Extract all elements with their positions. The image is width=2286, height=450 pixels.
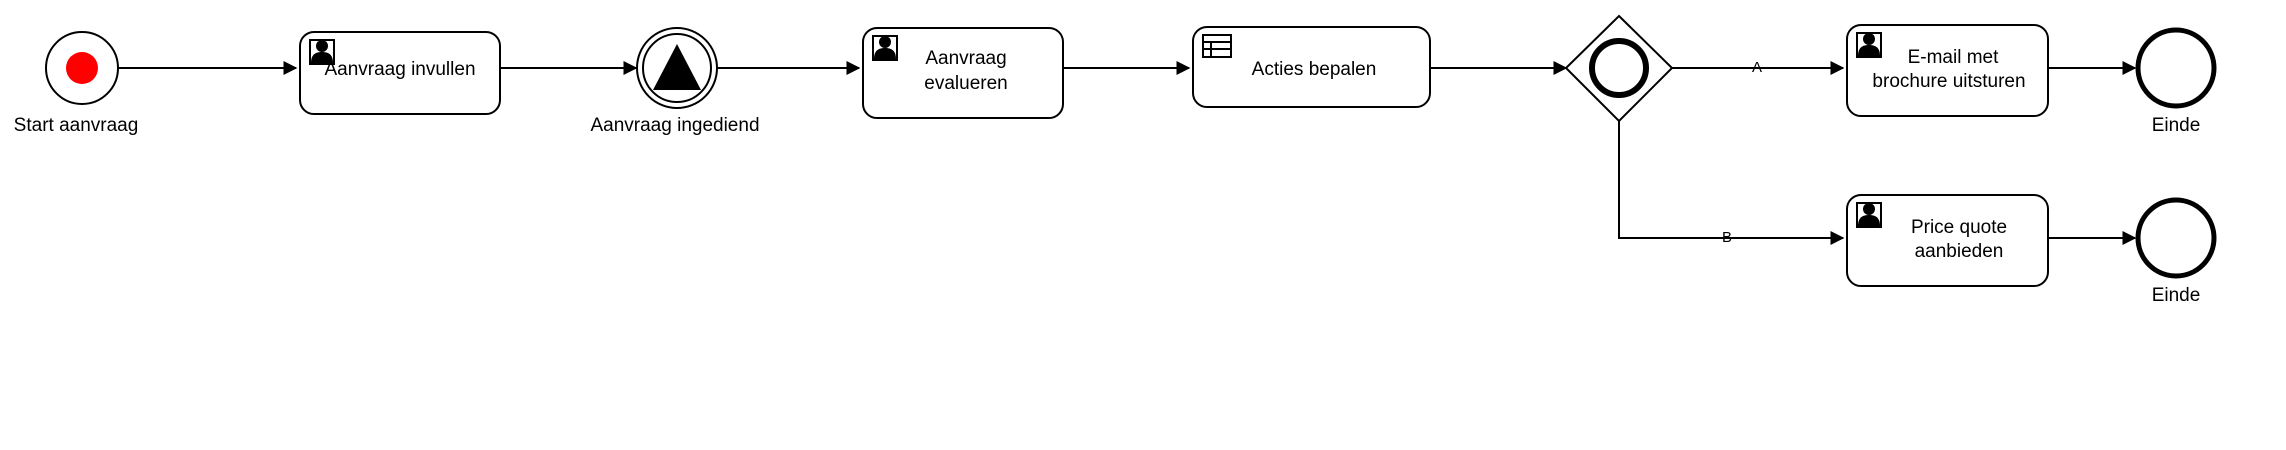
end-event-top-label: Einde: [2152, 115, 2201, 136]
task-acties-bepalen-label: Acties bepalen: [1252, 59, 1377, 80]
task-price-quote-label-line1: Price quote: [1911, 217, 2007, 238]
task-email-brochure-label-line2: brochure uitsturen: [1872, 71, 2025, 92]
start-event-label: Start aanvraag: [14, 115, 139, 136]
task-email-brochure-label-line1: E-mail met: [1908, 47, 2000, 68]
start-event[interactable]: [45, 31, 119, 105]
task-price-quote[interactable]: Price quote aanbieden: [1846, 194, 2049, 287]
task-price-quote-label-line2: aanbieden: [1915, 241, 2004, 262]
task-price-quote-box: [1846, 194, 2049, 287]
inclusive-gateway-icon: [1589, 38, 1649, 98]
task-aanvraag-evalueren-label-line1: Aanvraag: [925, 48, 1006, 69]
task-aanvraag-invullen-box: [299, 31, 501, 115]
flow-label-b: B: [1722, 229, 1732, 246]
user-task-icon: [1856, 202, 1882, 228]
signal-triangle-icon: [653, 44, 701, 90]
task-acties-bepalen-box: [1192, 26, 1431, 108]
business-rule-task-icon: [1202, 34, 1232, 58]
flow-gateway-to-pricequote: [1618, 121, 1845, 245]
end-event-circle: [2135, 197, 2217, 279]
end-event-bottom-label: Einde: [2152, 285, 2201, 306]
task-aanvraag-evalueren-box: [862, 27, 1064, 119]
task-aanvraag-invullen[interactable]: Aanvraag invullen: [299, 31, 501, 115]
task-aanvraag-evalueren[interactable]: Aanvraag evalueren: [862, 27, 1064, 119]
end-event-top[interactable]: [2135, 27, 2217, 109]
end-event-bottom[interactable]: [2135, 197, 2217, 279]
intermediate-signal-event[interactable]: [636, 27, 718, 109]
gateway-diamond: [1564, 14, 1674, 123]
task-aanvraag-invullen-label: Aanvraag invullen: [324, 59, 475, 80]
flow-label-a: A: [1752, 59, 1762, 76]
signal-event-label: Aanvraag ingediend: [590, 115, 759, 136]
user-task-icon: [309, 39, 335, 65]
user-task-icon: [1856, 32, 1882, 58]
sequence-flows: [119, 61, 2137, 245]
user-task-icon: [872, 35, 898, 61]
task-email-brochure[interactable]: E-mail met brochure uitsturen: [1846, 24, 2049, 117]
task-email-brochure-box: [1846, 24, 2049, 117]
end-event-circle: [2135, 27, 2217, 109]
inclusive-gateway[interactable]: [1564, 14, 1674, 123]
task-aanvraag-evalueren-label-line2: evalueren: [924, 73, 1007, 94]
start-event-inner-dot: [66, 52, 98, 84]
task-acties-bepalen[interactable]: Acties bepalen: [1192, 26, 1431, 108]
